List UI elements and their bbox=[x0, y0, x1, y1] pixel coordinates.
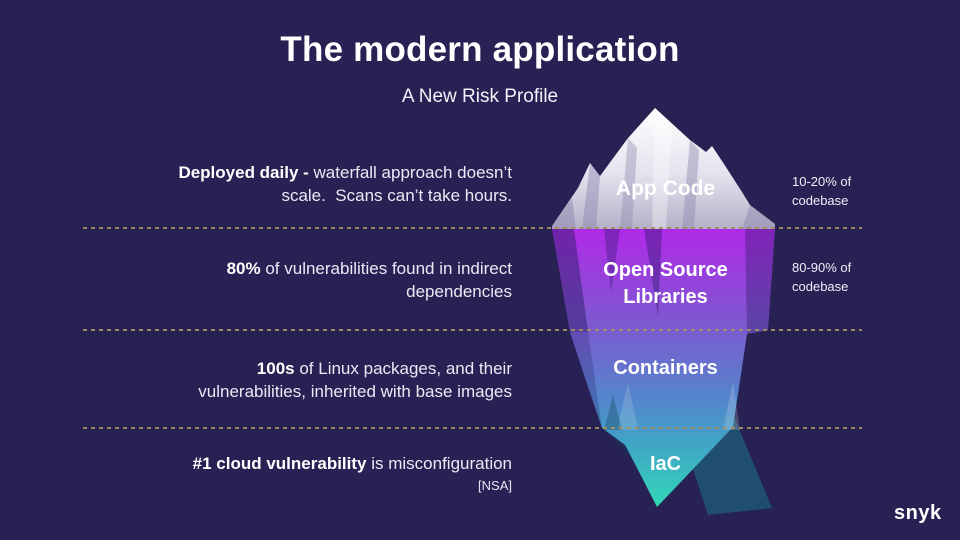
iceberg-above-water bbox=[552, 108, 775, 229]
iceberg-facet bbox=[742, 205, 775, 229]
fact-source-citation: [NSA] bbox=[478, 478, 512, 493]
layer-label-containers: Containers bbox=[613, 357, 718, 379]
layer-label-app-code: App Code bbox=[615, 177, 716, 200]
fact-line: dependencies bbox=[406, 282, 512, 301]
fact-line: scale. Scans can’t take hours. bbox=[281, 186, 512, 205]
snyk-logo: snyk bbox=[894, 502, 942, 524]
layer-label-open-source: Open Source Libraries bbox=[603, 259, 728, 308]
fact-containers: 100s of Linux packages, and their vulner… bbox=[92, 357, 512, 403]
iceberg-illustration bbox=[552, 108, 775, 515]
fact-open-source: 80% of vulnerabilities found in indirect… bbox=[92, 257, 512, 303]
iceberg-facet bbox=[552, 229, 588, 332]
iceberg-facet bbox=[570, 332, 602, 428]
iceberg-facet bbox=[604, 395, 622, 430]
fact-iac: #1 cloud vulnerability is misconfigurati… bbox=[92, 452, 512, 495]
fact-line: 80% of vulnerabilities found in indirect bbox=[226, 259, 512, 278]
fact-line: 100s of Linux packages, and their bbox=[256, 359, 512, 378]
iceberg-facet bbox=[652, 108, 672, 229]
iceberg-below-water bbox=[552, 229, 775, 507]
divider-waterline-3 bbox=[83, 427, 862, 429]
layer-label-iac: IaC bbox=[649, 453, 682, 475]
iceberg-facet bbox=[552, 198, 576, 229]
page-subtitle: A New Risk Profile bbox=[401, 86, 559, 107]
divider-waterline-2 bbox=[83, 329, 862, 331]
fact-line: #1 cloud vulnerability is misconfigurati… bbox=[192, 454, 512, 473]
fact-line: vulnerabilities, inherited with base ima… bbox=[198, 382, 512, 401]
iceberg-facet bbox=[620, 138, 637, 229]
fact-app-code: Deployed daily - waterfall approach does… bbox=[92, 161, 512, 207]
page-title: The modern application bbox=[280, 30, 680, 69]
iceberg-facet bbox=[604, 229, 620, 292]
fact-line: Deployed daily - waterfall approach does… bbox=[178, 163, 512, 182]
iceberg-facet bbox=[644, 229, 662, 316]
iceberg-facet bbox=[745, 229, 775, 334]
iceberg-facet bbox=[582, 163, 600, 229]
iceberg-facet bbox=[723, 382, 740, 430]
iceberg-facet bbox=[617, 382, 638, 430]
annotation-app-code-share: 10-20% of codebase bbox=[792, 174, 852, 208]
annotation-open-source-share: 80-90% of codebase bbox=[792, 260, 852, 294]
divider-waterline-1 bbox=[83, 227, 862, 229]
iceberg-facet bbox=[682, 140, 699, 229]
